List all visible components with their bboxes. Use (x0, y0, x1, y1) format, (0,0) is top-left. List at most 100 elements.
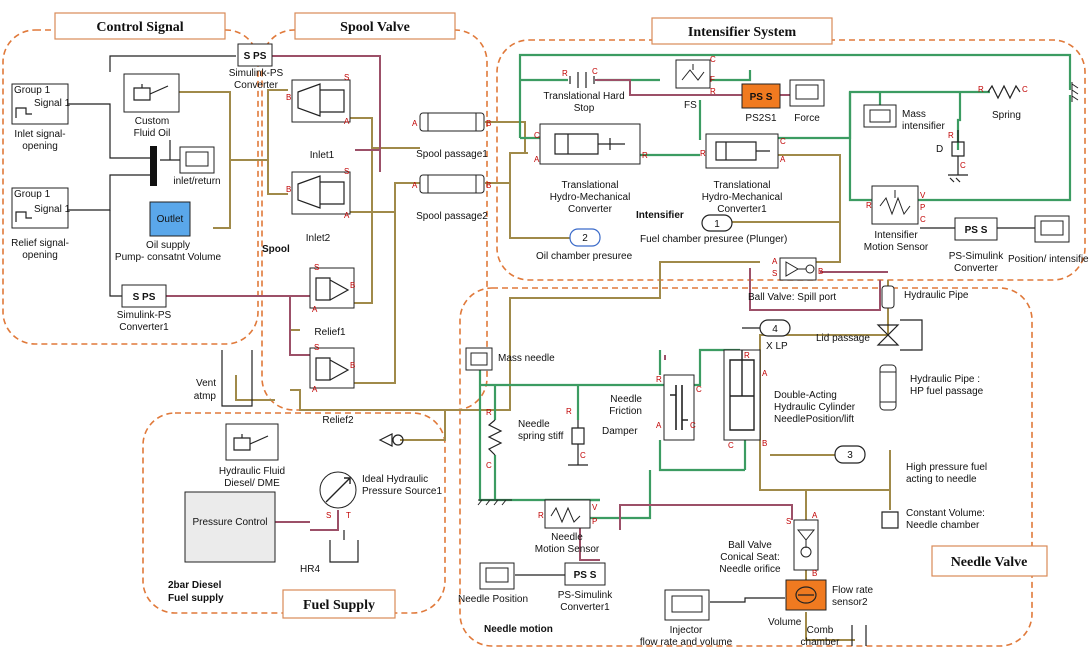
hydraulic-fluid-block[interactable] (225, 423, 279, 461)
fuel-chamber-port[interactable] (701, 214, 733, 232)
relief1-label: Relief1 (314, 327, 346, 338)
spool-passage1-pipe[interactable] (419, 112, 485, 132)
port-c: C (920, 215, 926, 224)
hp-fuel-num: 3 (847, 450, 853, 461)
xlp-port[interactable] (759, 319, 791, 337)
position-intensifier-scope[interactable] (1034, 215, 1070, 243)
port-b: B (350, 361, 355, 370)
ps-simulink-converter[interactable] (954, 217, 998, 241)
port-r: R (700, 149, 706, 158)
sensor-icon (879, 190, 911, 216)
damper-label: Damper (602, 426, 638, 437)
inlet-return-scope[interactable] (179, 146, 215, 174)
mass-icon (869, 109, 891, 123)
inlet2-valve[interactable] (291, 171, 351, 215)
inlet-signal-builder[interactable] (11, 83, 69, 125)
signal-line (109, 55, 236, 72)
force-sensor-icon (681, 64, 705, 81)
spring-icon (987, 84, 1021, 100)
hp-fuel-port[interactable] (834, 445, 866, 464)
oil-line (178, 89, 288, 161)
scope-screen-icon (795, 84, 819, 100)
spool-valve-title-box (294, 12, 456, 40)
fuel-chamber-label: Fuel chamber presuree (Plunger) (640, 234, 787, 245)
relief1-valve[interactable] (309, 267, 355, 309)
needle-position-scope[interactable] (479, 562, 515, 590)
group1-relief-label: Group 1 (14, 189, 51, 200)
ps-simulink-converter1[interactable] (564, 562, 606, 586)
signal1-relief-label: Signal 1 (34, 204, 71, 215)
pss-label: PS S (750, 92, 773, 103)
oil-chamber-port[interactable] (569, 228, 601, 247)
pressure-control-label: Pressure Control (192, 517, 267, 528)
intensifier-title: Intensifier System (688, 25, 797, 40)
flow-sensor-icon (795, 586, 817, 604)
inlet1-valve[interactable] (291, 79, 351, 123)
port-a: A (656, 421, 662, 430)
converter-icon (554, 133, 625, 155)
port-r: R (538, 511, 544, 520)
damper-icon (948, 130, 968, 183)
control-signal-title-box (54, 12, 226, 40)
mechanical-line (700, 70, 752, 82)
pressure-control-subsystem[interactable] (184, 491, 276, 563)
simulink-ps-converter1[interactable] (121, 284, 167, 308)
port-r: R (642, 151, 648, 160)
scope-screen-icon (671, 595, 703, 613)
port-b: B (762, 439, 767, 448)
hydraulic-pipe-small[interactable] (881, 285, 895, 309)
simulink-ps-converter[interactable] (237, 43, 273, 67)
needle-friction[interactable] (663, 374, 695, 441)
control-signal-title: Control Signal (96, 20, 183, 35)
force-scope[interactable] (789, 79, 825, 107)
valve-icon (297, 175, 345, 209)
signal-line (109, 210, 122, 297)
outlet-block[interactable] (149, 201, 191, 237)
mass-needle[interactable] (465, 347, 493, 371)
comb-chamber-reservoir-icon (851, 625, 867, 646)
relief2-valve[interactable] (309, 347, 355, 389)
needle-damper-icon (568, 420, 588, 466)
port-r: R (710, 87, 716, 96)
friction-icon (670, 385, 688, 430)
mux-bar (150, 146, 157, 186)
port-r: R (486, 408, 492, 417)
ground-icon (477, 499, 512, 506)
spool-passage2-pipe[interactable] (419, 174, 485, 194)
valve-icon (315, 357, 350, 381)
port-s: S (344, 167, 349, 176)
oil-line (290, 261, 760, 411)
relief-signal-builder[interactable] (11, 187, 69, 229)
ps-signal-line (272, 55, 381, 151)
signal1-inlet-label: Signal 1 (34, 98, 71, 109)
port-t: T (346, 511, 351, 520)
force-label: Force (794, 113, 820, 124)
mass-intensifier[interactable] (863, 104, 897, 128)
port-r: R (866, 201, 872, 210)
scope-screen-icon (185, 151, 209, 167)
ps2s1-converter[interactable] (741, 83, 781, 109)
hard-stop-icon (569, 72, 595, 88)
mass-needle-label: Mass needle (498, 353, 555, 364)
volume-label: Volume (768, 617, 802, 628)
pipe-icon (427, 113, 477, 131)
oil-can-icon (233, 434, 269, 451)
port-r: R (948, 131, 954, 140)
valve-icon (297, 83, 345, 117)
port-a: A (344, 211, 350, 220)
port-r: R (566, 407, 572, 416)
pressure-source-icon (325, 477, 351, 503)
hp-fuel-passage-pipe[interactable] (879, 364, 897, 411)
